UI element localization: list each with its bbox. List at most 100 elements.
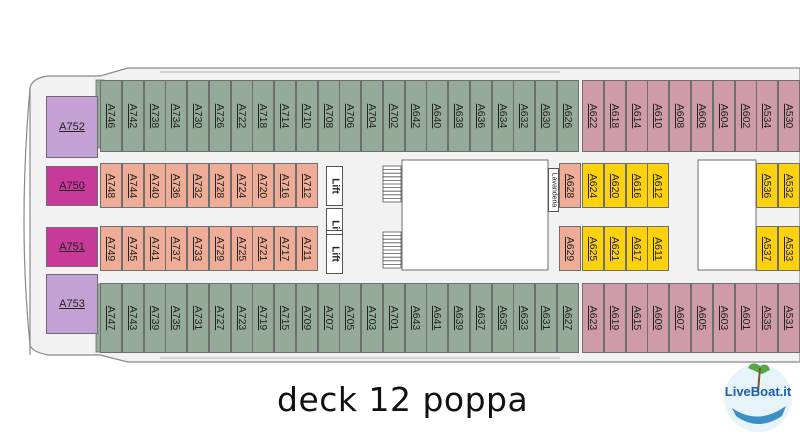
cabin-a617[interactable]: A617: [625, 226, 648, 271]
cabin-a641[interactable]: A641: [426, 283, 449, 353]
cabin-a629[interactable]: A629: [559, 226, 581, 271]
cabin-a731[interactable]: A731: [187, 283, 209, 353]
cabin-a741[interactable]: A741: [143, 226, 166, 271]
cabin-a603[interactable]: A603: [712, 283, 735, 353]
cabin-a709[interactable]: A709: [295, 283, 318, 353]
cabin-a604[interactable]: A604: [712, 80, 735, 152]
cabin-a715[interactable]: A715: [274, 283, 296, 353]
cabin-a707[interactable]: A707: [317, 283, 340, 353]
cabin-a724[interactable]: A724: [230, 163, 253, 208]
cabin-a744[interactable]: A744: [121, 163, 144, 208]
cabin-a747[interactable]: A747: [100, 283, 122, 353]
cabin-a637[interactable]: A637: [469, 283, 492, 353]
cabin-a752[interactable]: A752: [46, 96, 98, 158]
cabin-a717[interactable]: A717: [274, 226, 296, 271]
cabin-a624[interactable]: A624: [582, 163, 604, 208]
cabin-a703[interactable]: A703: [361, 283, 383, 353]
cabin-a630[interactable]: A630: [535, 80, 557, 152]
cabin-a743[interactable]: A743: [121, 283, 144, 353]
cabin-a726[interactable]: A726: [208, 80, 231, 152]
cabin-a738[interactable]: A738: [143, 80, 166, 152]
cabin-a732[interactable]: A732: [187, 163, 209, 208]
cabin-a734[interactable]: A734: [165, 80, 188, 152]
cabin-a610[interactable]: A610: [647, 80, 670, 152]
cabin-a701[interactable]: A701: [382, 283, 405, 353]
cabin-a729[interactable]: A729: [208, 226, 231, 271]
cabin-a536[interactable]: A536: [756, 163, 778, 208]
cabin-a622[interactable]: A622: [582, 80, 604, 152]
cabin-a722[interactable]: A722: [230, 80, 253, 152]
cabin-a626[interactable]: A626: [556, 80, 579, 152]
cabin-a736[interactable]: A736: [165, 163, 188, 208]
cabin-a616[interactable]: A616: [625, 163, 648, 208]
cabin-a620[interactable]: A620: [603, 163, 626, 208]
cabin-a712[interactable]: A712: [295, 163, 318, 208]
cabin-a534[interactable]: A534: [756, 80, 779, 152]
cabin-a642[interactable]: A642: [404, 80, 427, 152]
cabin-a601[interactable]: A601: [734, 283, 757, 353]
cabin-a615[interactable]: A615: [625, 283, 648, 353]
cabin-a532[interactable]: A532: [778, 163, 800, 208]
cabin-a611[interactable]: A611: [647, 226, 670, 271]
cabin-a634[interactable]: A634: [491, 80, 514, 152]
cabin-a725[interactable]: A725: [230, 226, 253, 271]
cabin-a608[interactable]: A608: [669, 80, 692, 152]
cabin-a631[interactable]: A631: [535, 283, 557, 353]
cabin-a708[interactable]: A708: [317, 80, 340, 152]
cabin-a720[interactable]: A720: [252, 163, 275, 208]
cabin-a718[interactable]: A718: [252, 80, 275, 152]
cabin-a605[interactable]: A605: [691, 283, 713, 353]
cabin-a751[interactable]: A751: [46, 227, 98, 267]
cabin-a619[interactable]: A619: [603, 283, 626, 353]
cabin-a721[interactable]: A721: [252, 226, 275, 271]
cabin-a614[interactable]: A614: [625, 80, 648, 152]
cabin-a623[interactable]: A623: [582, 283, 604, 353]
cabin-a702[interactable]: A702: [382, 80, 405, 152]
cabin-a710[interactable]: A710: [295, 80, 318, 152]
cabin-a711[interactable]: A711: [295, 226, 318, 271]
cabin-a749[interactable]: A749: [100, 226, 122, 271]
cabin-a628[interactable]: A628: [559, 163, 581, 208]
cabin-a606[interactable]: A606: [691, 80, 713, 152]
cabin-a706[interactable]: A706: [339, 80, 362, 152]
cabin-a750[interactable]: A750: [46, 166, 98, 206]
cabin-a621[interactable]: A621: [603, 226, 626, 271]
cabin-a714[interactable]: A714: [274, 80, 296, 152]
cabin-a625[interactable]: A625: [582, 226, 604, 271]
cabin-a643[interactable]: A643: [404, 283, 427, 353]
cabin-a737[interactable]: A737: [165, 226, 188, 271]
cabin-a639[interactable]: A639: [448, 283, 470, 353]
cabin-a607[interactable]: A607: [669, 283, 692, 353]
cabin-a609[interactable]: A609: [647, 283, 670, 353]
cabin-a632[interactable]: A632: [513, 80, 536, 152]
cabin-a746[interactable]: A746: [100, 80, 122, 152]
cabin-a704[interactable]: A704: [361, 80, 383, 152]
cabin-a531[interactable]: A531: [778, 283, 800, 353]
cabin-a753[interactable]: A753: [46, 274, 98, 334]
cabin-a636[interactable]: A636: [469, 80, 492, 152]
cabin-a739[interactable]: A739: [143, 283, 166, 353]
cabin-a733[interactable]: A733: [187, 226, 209, 271]
cabin-a535[interactable]: A535: [756, 283, 779, 353]
cabin-a633[interactable]: A633: [513, 283, 536, 353]
cabin-a612[interactable]: A612: [647, 163, 670, 208]
cabin-a728[interactable]: A728: [208, 163, 231, 208]
cabin-a530[interactable]: A530: [778, 80, 800, 152]
cabin-a635[interactable]: A635: [491, 283, 514, 353]
cabin-a716[interactable]: A716: [274, 163, 296, 208]
cabin-a627[interactable]: A627: [556, 283, 579, 353]
cabin-a705[interactable]: A705: [339, 283, 362, 353]
cabin-a719[interactable]: A719: [252, 283, 275, 353]
cabin-a730[interactable]: A730: [187, 80, 209, 152]
cabin-a745[interactable]: A745: [121, 226, 144, 271]
cabin-a740[interactable]: A740: [143, 163, 166, 208]
cabin-a638[interactable]: A638: [448, 80, 470, 152]
cabin-a748[interactable]: A748: [100, 163, 122, 208]
cabin-a723[interactable]: A723: [230, 283, 253, 353]
cabin-a537[interactable]: A537: [756, 226, 778, 271]
cabin-a742[interactable]: A742: [121, 80, 144, 152]
cabin-a602[interactable]: A602: [734, 80, 757, 152]
cabin-a735[interactable]: A735: [165, 283, 188, 353]
cabin-a618[interactable]: A618: [603, 80, 626, 152]
cabin-a533[interactable]: A533: [778, 226, 800, 271]
